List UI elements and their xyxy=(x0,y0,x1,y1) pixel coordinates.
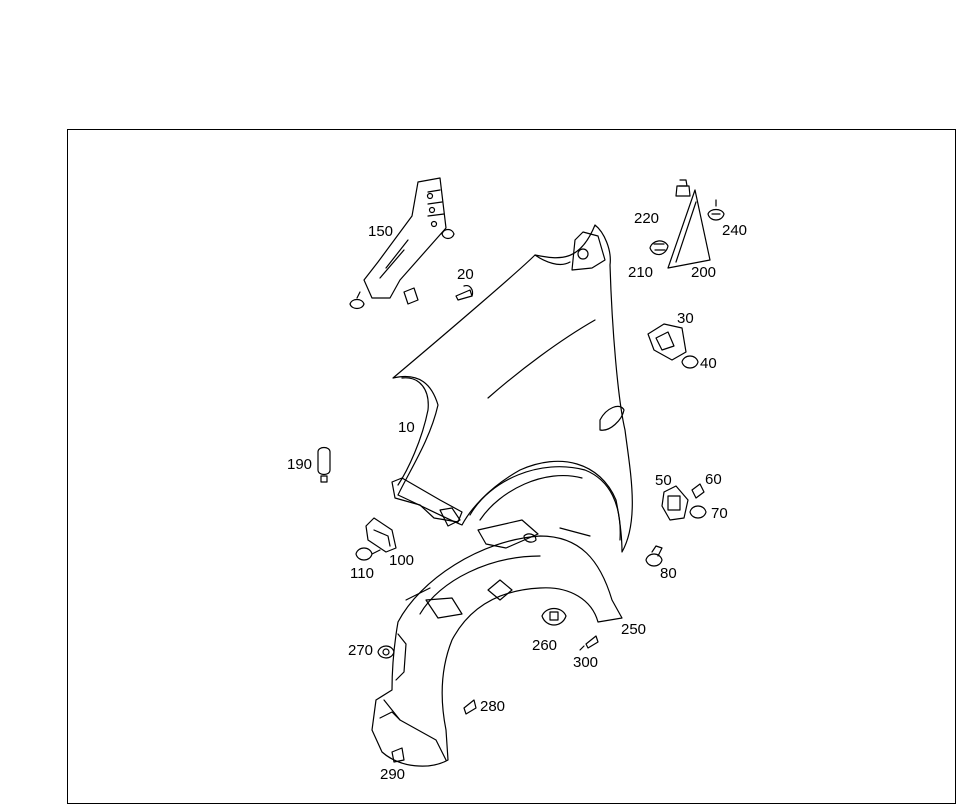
fender-part[interactable] xyxy=(391,224,633,553)
clip-220-part[interactable] xyxy=(675,179,691,197)
label-220: 220 xyxy=(634,210,660,227)
label-70: 70 xyxy=(711,505,728,522)
nut-70-part[interactable] xyxy=(689,505,707,519)
label-20: 20 xyxy=(457,266,474,283)
diagram-frame xyxy=(67,129,956,804)
bracket-50-part[interactable] xyxy=(661,485,689,521)
label-150: 150 xyxy=(368,223,394,240)
screw-280-part[interactable] xyxy=(463,699,477,715)
clip-80-part[interactable] xyxy=(645,545,663,567)
nut-270-part[interactable] xyxy=(377,645,395,659)
label-270: 270 xyxy=(348,642,374,659)
bumper-190-part[interactable] xyxy=(317,446,331,483)
label-80: 80 xyxy=(660,565,677,582)
nut-240-part[interactable] xyxy=(707,199,725,221)
label-30: 30 xyxy=(677,310,694,327)
label-240: 240 xyxy=(722,222,748,239)
screw-300-part[interactable] xyxy=(579,635,599,651)
nut-110-part[interactable] xyxy=(355,547,381,561)
screw-290-part[interactable] xyxy=(391,747,405,763)
label-40: 40 xyxy=(700,355,717,372)
nut-40-part[interactable] xyxy=(681,355,699,369)
label-10: 10 xyxy=(398,419,415,436)
screw-60-part[interactable] xyxy=(691,483,705,499)
label-190: 190 xyxy=(287,456,313,473)
label-110: 110 xyxy=(350,565,374,582)
cover-260-part[interactable] xyxy=(541,607,567,626)
label-100: 100 xyxy=(389,552,415,569)
label-250: 250 xyxy=(621,621,647,638)
clip-210-part[interactable] xyxy=(649,240,669,256)
label-60: 60 xyxy=(705,471,722,488)
support-bracket-part[interactable] xyxy=(349,177,455,310)
bracket-100-part[interactable] xyxy=(365,517,397,553)
bolt-20-part[interactable] xyxy=(455,285,474,301)
label-260: 260 xyxy=(532,637,558,654)
label-280: 280 xyxy=(480,698,506,715)
bracket-30-part[interactable] xyxy=(647,323,687,361)
label-300: 300 xyxy=(573,654,599,671)
label-210: 210 xyxy=(628,264,654,281)
triangle-cover-part[interactable] xyxy=(667,189,711,269)
wheel-liner-part[interactable] xyxy=(371,519,623,767)
label-290: 290 xyxy=(380,766,406,783)
label-50: 50 xyxy=(655,472,672,489)
label-200: 200 xyxy=(691,264,717,281)
